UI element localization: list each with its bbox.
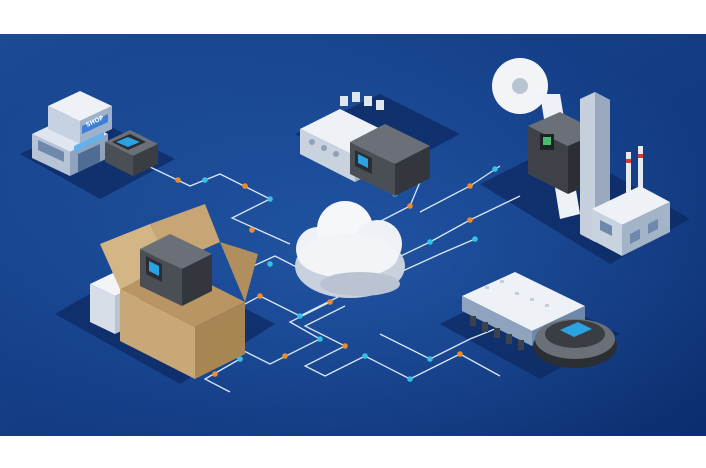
node-dot-cyan (407, 376, 413, 382)
printer-screen (149, 261, 159, 276)
node-dot-cyan (317, 336, 323, 342)
printer-icon (140, 234, 212, 306)
node-dot-orange (457, 351, 463, 357)
engine-display (543, 137, 551, 145)
cloud-icon (295, 201, 405, 298)
connector-nodes (175, 166, 498, 382)
shop-icon: SHOP (32, 91, 112, 176)
node-dot-orange (342, 343, 348, 349)
printer-icon (350, 124, 430, 196)
diagram-canvas: SHOP (0, 34, 706, 436)
node-dot-cyan (267, 261, 273, 267)
node-dot-orange (407, 203, 413, 209)
factory-icon (592, 146, 670, 256)
node-dot-orange (212, 371, 218, 377)
node-dot-orange (249, 227, 255, 233)
mobile-printer-icon (533, 319, 617, 368)
printer-icon (105, 130, 158, 176)
node-dot-cyan (267, 196, 273, 202)
printer-screen (358, 154, 368, 168)
node-dot-cyan (472, 236, 478, 242)
node-dot-orange (282, 353, 288, 359)
node-dot-cyan (297, 313, 303, 319)
print-engine-icon (492, 58, 610, 242)
node-dot-cyan (427, 356, 433, 362)
node-dot-orange (242, 183, 248, 189)
printer-screen (116, 137, 140, 147)
node-dot-cyan (492, 166, 498, 172)
node-dot-cyan (237, 356, 243, 362)
node-dot-orange (175, 177, 181, 183)
node-dot-cyan (202, 177, 208, 183)
network-diagram: SHOP (0, 34, 706, 436)
node-dot-orange (467, 183, 473, 189)
node-dot-orange (467, 217, 473, 223)
node-dot-cyan (427, 239, 433, 245)
node-dot-cyan (362, 353, 368, 359)
node-dot-orange (327, 299, 333, 305)
mobile-printer-screen (560, 322, 592, 337)
node-dot-orange (257, 293, 263, 299)
